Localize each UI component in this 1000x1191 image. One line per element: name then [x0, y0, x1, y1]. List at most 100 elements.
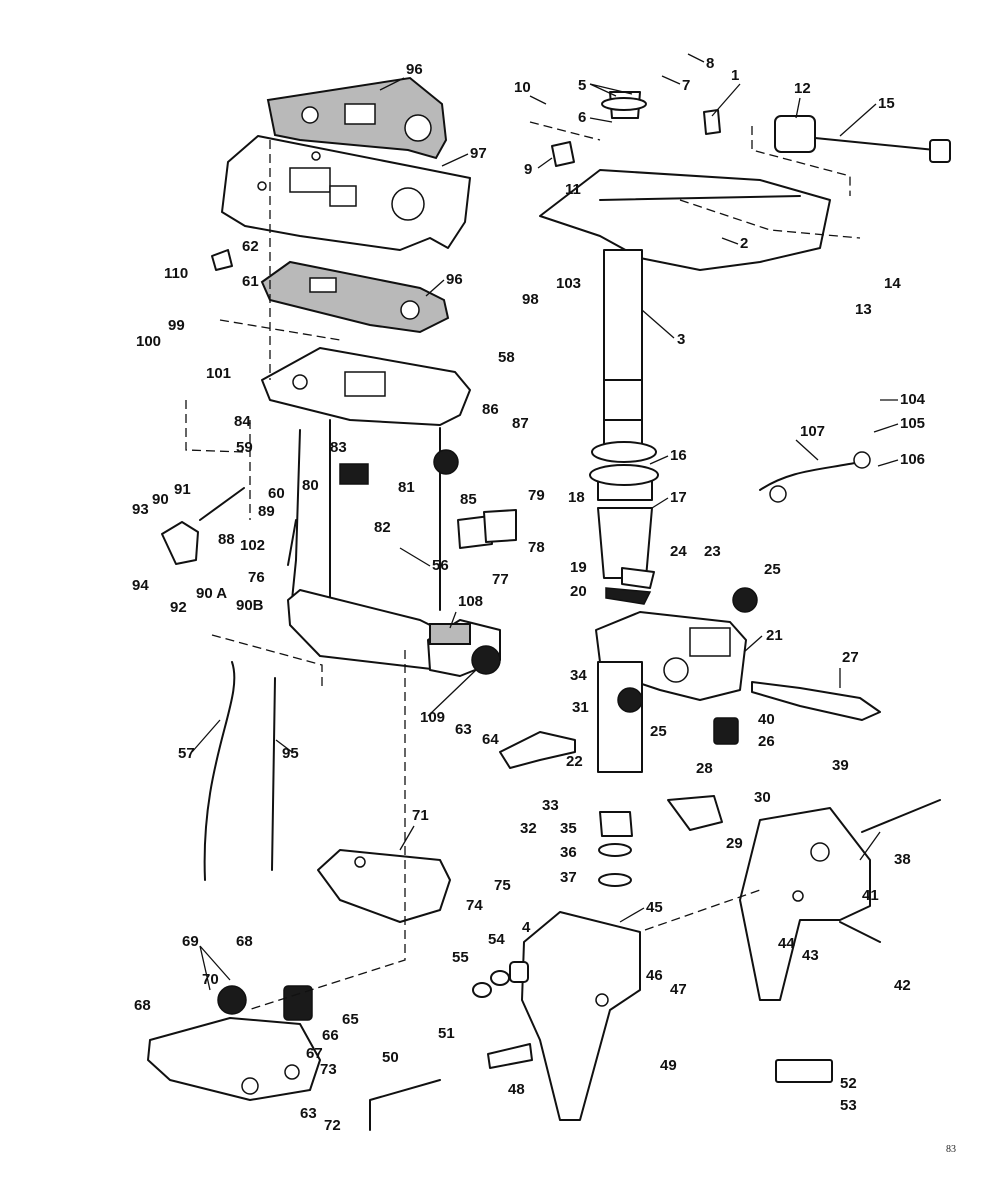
callout-40: 40 [758, 711, 775, 728]
callout-72: 72 [324, 1117, 341, 1134]
callout-96b: 96 [446, 271, 463, 288]
callout-87: 87 [512, 415, 529, 432]
callout-102: 102 [240, 537, 265, 554]
callout-1: 1 [731, 67, 739, 84]
callout-100: 100 [136, 333, 161, 350]
callout-51: 51 [438, 1025, 455, 1042]
exhaust-housing [261, 347, 471, 671]
callout-3: 3 [677, 331, 685, 348]
callout-53: 53 [840, 1097, 857, 1114]
callout-90a: 90 A [196, 585, 227, 602]
callout-58: 58 [498, 349, 515, 366]
callout-65: 65 [342, 1011, 359, 1028]
callout-37: 37 [560, 869, 577, 886]
callout-32: 32 [520, 820, 537, 837]
callout-71: 71 [412, 807, 429, 824]
callout-105: 105 [900, 415, 925, 432]
callout-33: 33 [542, 797, 559, 814]
callout-68b: 68 [134, 997, 151, 1014]
callout-17: 17 [670, 489, 687, 506]
callout-110: 110 [164, 265, 188, 282]
callout-54: 54 [488, 931, 505, 948]
callout-23: 23 [704, 543, 721, 560]
callout-98: 98 [522, 291, 539, 308]
callout-79: 79 [528, 487, 545, 504]
callout-95: 95 [282, 745, 299, 762]
callout-31: 31 [572, 699, 589, 716]
callout-59: 59 [236, 439, 253, 456]
leader-lines [191, 53, 899, 991]
callout-75: 75 [494, 877, 511, 894]
callout-39: 39 [832, 757, 849, 774]
callout-11: 11 [565, 181, 581, 198]
callout-15: 15 [878, 95, 895, 112]
lower-motor-cover [147, 1017, 321, 1101]
callout-20: 20 [570, 583, 587, 600]
callout-2: 2 [740, 235, 748, 252]
callout-50: 50 [382, 1049, 399, 1066]
callout-96: 96 [406, 61, 423, 78]
callout-88: 88 [218, 531, 235, 548]
callout-90b: 90B [236, 597, 264, 614]
callout-86: 86 [482, 401, 499, 418]
callout-106: 106 [900, 451, 925, 468]
callout-46: 46 [646, 967, 663, 984]
callout-55: 55 [452, 949, 469, 966]
callout-27: 27 [842, 649, 859, 666]
callout-80: 80 [302, 477, 319, 494]
callout-64: 64 [482, 731, 499, 748]
callout-8: 8 [706, 55, 714, 72]
callout-107: 107 [800, 423, 825, 440]
alignment-lines [185, 121, 861, 1011]
callout-25: 25 [764, 561, 781, 578]
callout-83: 83 [330, 439, 347, 456]
callout-63b: 63 [300, 1105, 317, 1122]
callout-18: 18 [568, 489, 585, 506]
callout-78: 78 [528, 539, 545, 556]
callout-5: 5 [578, 77, 586, 94]
callout-82: 82 [374, 519, 391, 536]
callout-34: 34 [570, 667, 587, 684]
callout-41: 41 [862, 887, 879, 904]
callout-77: 77 [492, 571, 509, 588]
callout-30: 30 [754, 789, 771, 806]
callout-74: 74 [466, 897, 483, 914]
callout-92: 92 [170, 599, 187, 616]
steering-bracket [539, 169, 831, 451]
callout-13: 13 [855, 301, 872, 318]
callout-57: 57 [178, 745, 195, 762]
exhaust-cover [317, 849, 451, 923]
callout-12: 12 [794, 80, 811, 97]
callout-labels: 1 2 3 4 5 6 7 8 9 10 11 12 13 14 15 16 1… [132, 55, 926, 1134]
callout-44: 44 [778, 935, 795, 952]
callout-22: 22 [566, 753, 583, 770]
callout-69: 69 [182, 933, 199, 950]
callout-66: 66 [322, 1027, 339, 1044]
adapter-plate [221, 135, 471, 251]
callout-94: 94 [132, 577, 149, 594]
callout-84: 84 [234, 413, 251, 430]
callout-25b: 25 [650, 723, 667, 740]
callout-47: 47 [670, 981, 687, 998]
callout-52: 52 [840, 1075, 857, 1092]
callout-35: 35 [560, 820, 577, 837]
callout-9: 9 [524, 161, 532, 178]
callout-97: 97 [470, 145, 487, 162]
swivel-bracket [595, 611, 747, 773]
callout-24: 24 [670, 543, 687, 560]
callout-101: 101 [206, 365, 231, 382]
callout-29: 29 [726, 835, 743, 852]
callout-103: 103 [556, 275, 581, 292]
callout-67: 67 [306, 1045, 323, 1062]
callout-104: 104 [900, 391, 926, 408]
callout-4: 4 [522, 919, 531, 936]
callout-56: 56 [432, 557, 449, 574]
callout-61: 61 [242, 273, 259, 290]
callout-26: 26 [758, 733, 775, 750]
callout-93: 93 [132, 501, 149, 518]
page-number: 83 [946, 1144, 956, 1155]
callout-73: 73 [320, 1061, 337, 1078]
callout-85: 85 [460, 491, 477, 508]
callout-45: 45 [646, 899, 663, 916]
